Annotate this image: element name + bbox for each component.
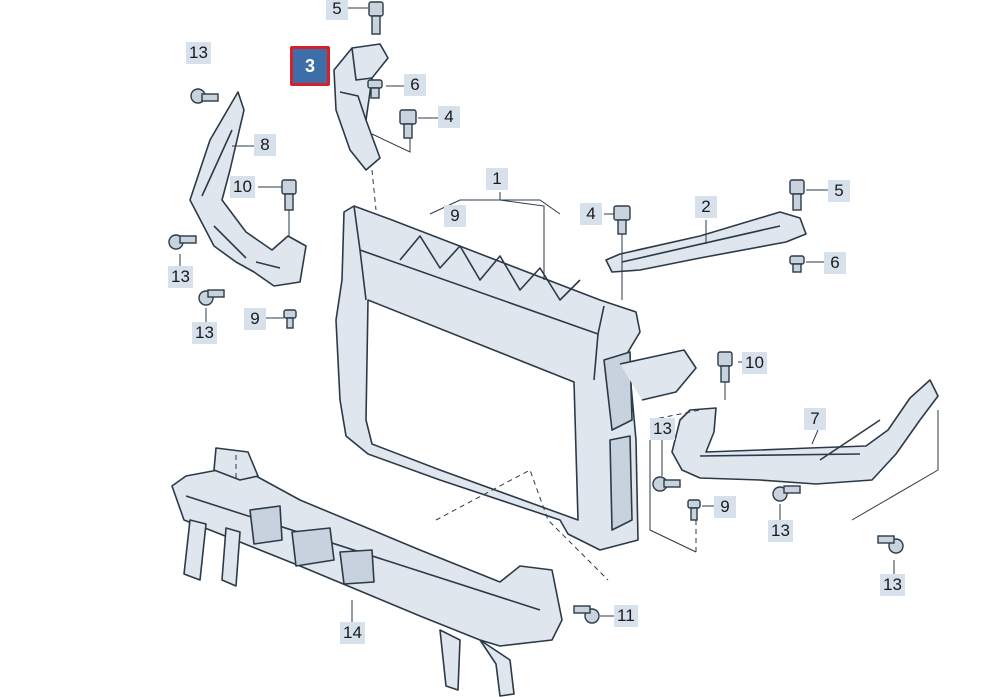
- bolt-icon: [168, 234, 197, 250]
- part-7-bracket[interactable]: [671, 379, 939, 485]
- callout-13-right-a[interactable]: 13: [650, 418, 675, 440]
- callout-10-right[interactable]: 10: [742, 352, 767, 374]
- callout-5-right[interactable]: 5: [828, 180, 850, 202]
- bolt-icon: [281, 179, 297, 211]
- callout-9-right[interactable]: 9: [714, 496, 736, 518]
- callout-1[interactable]: 1: [486, 168, 508, 190]
- screw-icon: [283, 309, 297, 329]
- callout-9-left[interactable]: 9: [244, 308, 266, 330]
- callout-13-far-right[interactable]: 13: [880, 574, 905, 596]
- screw-icon: [367, 79, 383, 99]
- bolt-icon: [399, 109, 417, 139]
- screw-icon: [687, 499, 701, 521]
- callout-8[interactable]: 8: [254, 134, 276, 156]
- bolt-icon: [198, 289, 225, 306]
- callout-6-right[interactable]: 6: [824, 252, 846, 274]
- part-1-frame[interactable]: [335, 205, 697, 551]
- bolt-icon: [772, 485, 801, 502]
- bolt-icon: [789, 179, 805, 211]
- bolt-icon: [717, 351, 733, 383]
- callout-5-top[interactable]: 5: [326, 0, 348, 20]
- screw-icon: [789, 255, 805, 273]
- bolt-icon: [652, 476, 681, 492]
- bolt-icon: [613, 205, 631, 235]
- callout-14[interactable]: 14: [340, 622, 365, 644]
- bolt-icon: [368, 1, 384, 35]
- callout-13-upper-left[interactable]: 13: [186, 42, 211, 64]
- bolt-icon: [190, 88, 219, 104]
- part-8-bracket[interactable]: [189, 91, 307, 287]
- callout-13-left-low[interactable]: 13: [192, 322, 217, 344]
- bolt-icon: [877, 535, 904, 554]
- callout-9-frame[interactable]: 9: [444, 205, 466, 227]
- part-3-bracket[interactable]: [333, 43, 389, 171]
- callout-4-right[interactable]: 4: [580, 203, 602, 225]
- callout-13-left-mid[interactable]: 13: [168, 266, 193, 288]
- callout-6-top[interactable]: 6: [404, 74, 426, 96]
- bolt-icon: [573, 605, 600, 624]
- callout-10-left[interactable]: 10: [230, 176, 255, 198]
- callout-13-right-b[interactable]: 13: [768, 520, 793, 542]
- callout-11[interactable]: 11: [614, 605, 638, 627]
- callout-7[interactable]: 7: [804, 408, 826, 430]
- callout-2[interactable]: 2: [695, 196, 717, 218]
- callout-4-top[interactable]: 4: [438, 106, 460, 128]
- callout-3-selected[interactable]: 3: [290, 46, 330, 86]
